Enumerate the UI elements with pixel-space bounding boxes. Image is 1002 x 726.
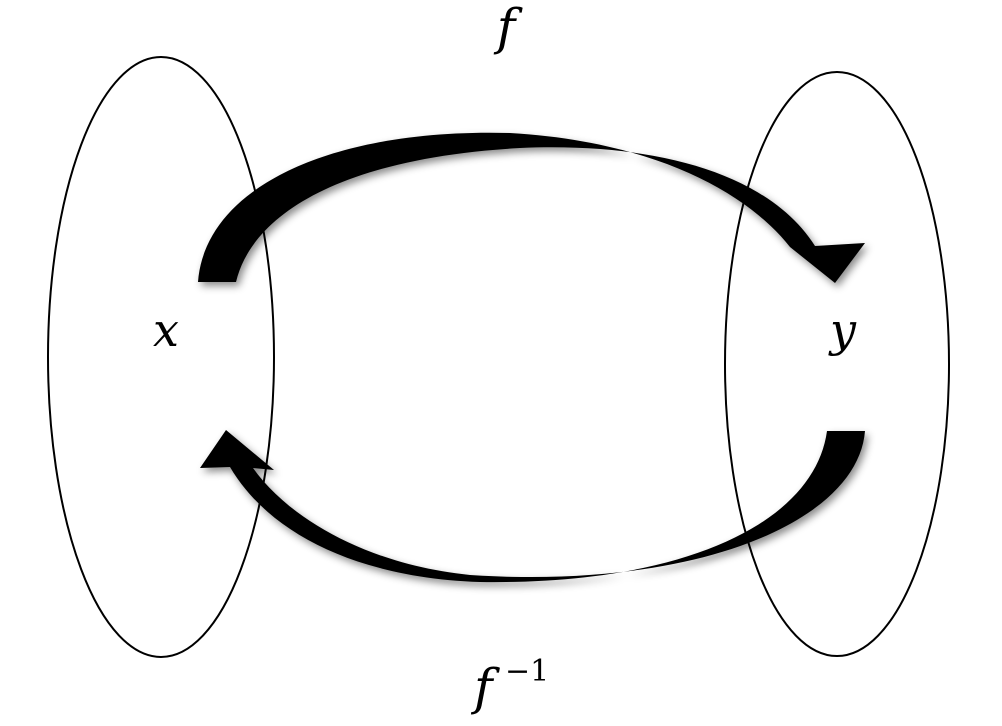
domain-element-label: x <box>153 303 179 357</box>
inverse-function-exponent: −1 <box>505 654 549 689</box>
forward-mapping-arrow <box>198 132 865 283</box>
codomain-set-ellipse <box>724 71 950 657</box>
inverse-function-label: f −1 <box>470 654 549 716</box>
codomain-element-label: y <box>828 303 857 357</box>
domain-set-ellipse <box>47 56 275 658</box>
inverse-mapping-arrow <box>200 430 865 583</box>
forward-function-label: f <box>493 0 523 56</box>
inverse-function-base: f <box>470 658 500 716</box>
